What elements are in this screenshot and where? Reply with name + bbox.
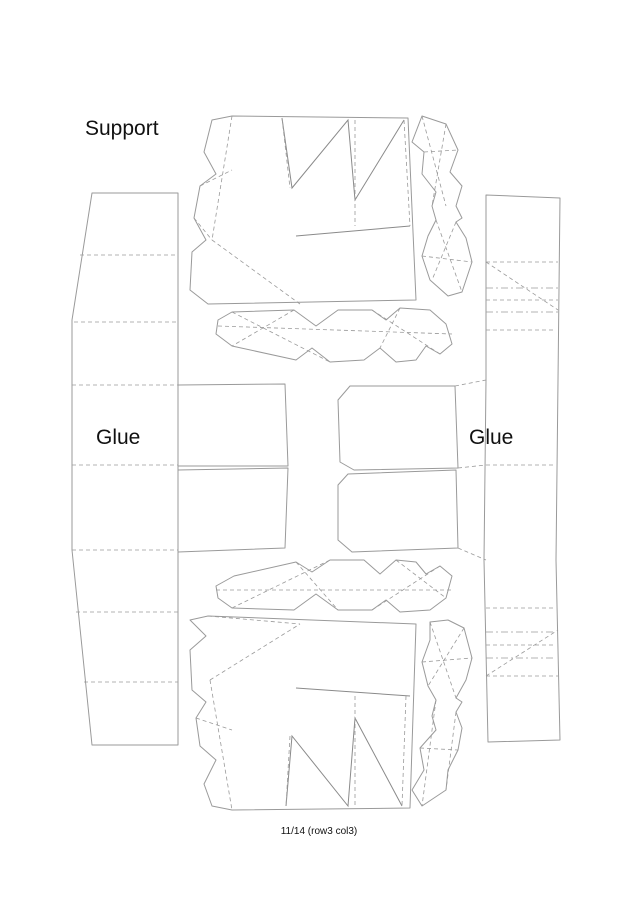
support-label: Support bbox=[85, 117, 159, 140]
bottom-horizontal-strip bbox=[215, 559, 453, 613]
top-zigzag-part bbox=[411, 115, 473, 297]
glue-label-right: Glue bbox=[469, 426, 514, 449]
left-glue-tabs bbox=[177, 383, 289, 553]
right-glue-tabs bbox=[337, 379, 487, 561]
top-horizontal-strip bbox=[215, 307, 453, 363]
bottom-zigzag-part bbox=[411, 619, 473, 807]
left-strip-part bbox=[71, 192, 179, 746]
page-footer: 11/14 (row3 col3) bbox=[280, 826, 358, 837]
glue-label-left: Glue bbox=[96, 426, 141, 449]
right-strip-part bbox=[483, 194, 561, 743]
bottom-main-part bbox=[189, 615, 417, 811]
top-main-part bbox=[189, 115, 417, 305]
